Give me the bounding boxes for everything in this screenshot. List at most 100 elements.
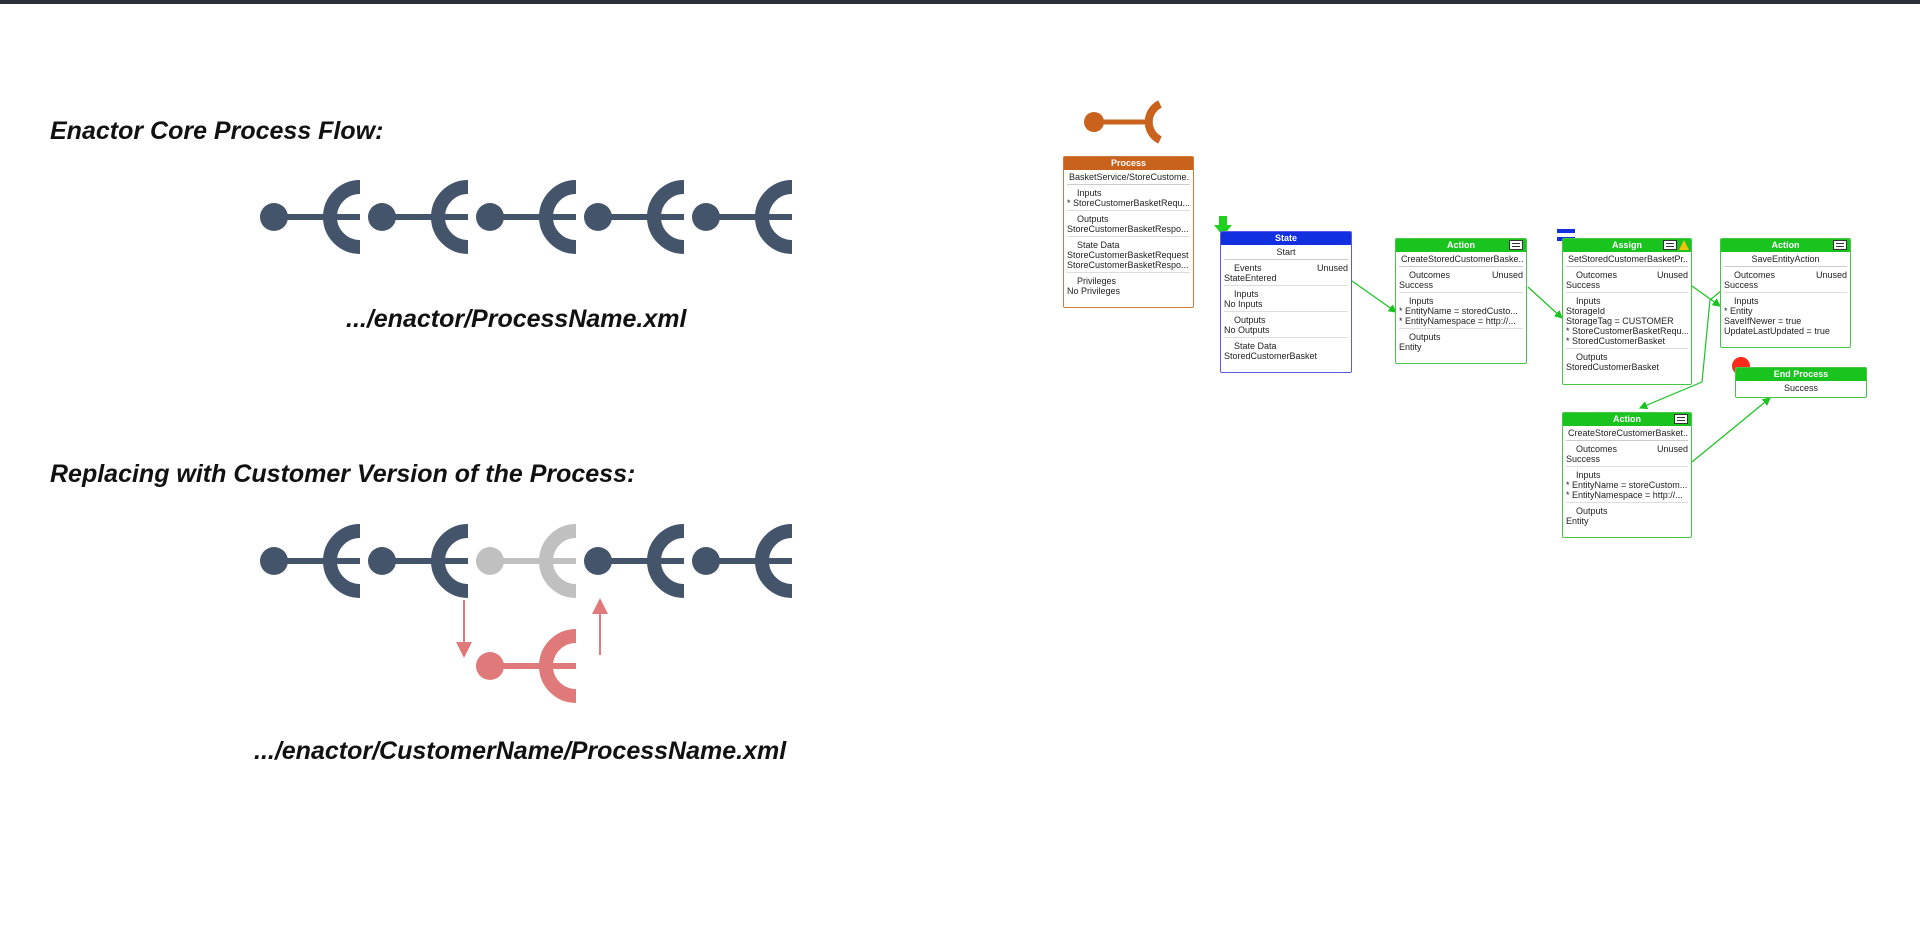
privilege-line: No Privileges — [1067, 286, 1121, 296]
output-line: StoreCustomerBasketRespo... — [1067, 224, 1189, 234]
process-node-header: Process — [1064, 157, 1193, 170]
state-data-section: State Data StoredCustomerBasket — [1224, 338, 1348, 363]
unused-label: Unused — [1656, 270, 1688, 280]
assign-node[interactable]: Assign SetStoredCustomerBasketPr... Outc… — [1562, 238, 1692, 385]
state-data-line: StoreCustomerBasketRespo... — [1067, 260, 1189, 270]
section-title: Inputs — [1409, 296, 1434, 306]
section-title: Outputs — [1576, 506, 1608, 516]
input-line: * StoreCustomerBasketRequ... — [1067, 198, 1190, 208]
action-node-name: CreateStoredCustomerBaske... — [1399, 252, 1523, 267]
section-title: Inputs — [1576, 470, 1601, 480]
window-top-bar — [0, 0, 1920, 4]
input-line: * EntityName = storedCusto... — [1399, 306, 1518, 316]
core-path-label: .../enactor/ProcessName.xml — [346, 305, 687, 333]
process-state-data-section: State Data StoreCustomerBasketRequest St… — [1067, 237, 1190, 273]
inputs-section: Inputs * EntityName = storeCustom... * E… — [1566, 467, 1688, 503]
action-node-name: CreateStoreCustomerBasket... — [1566, 426, 1688, 441]
input-line: * StoredCustomerBasket — [1566, 336, 1666, 346]
action-node-header: Action — [1721, 239, 1850, 252]
output-line: Entity — [1566, 516, 1589, 526]
action-node-create-stored[interactable]: Action CreateStoredCustomerBaske... Outc… — [1395, 238, 1527, 364]
flow-segment-4 — [584, 180, 685, 254]
flow-segment-5 — [692, 180, 793, 254]
section-title: Outputs — [1077, 214, 1109, 224]
state-node-header: State — [1221, 232, 1351, 245]
customer-version-heading: Replacing with Customer Version of the P… — [50, 460, 636, 488]
outcome-line: Success — [1399, 280, 1434, 290]
section-title: Outcomes — [1576, 270, 1618, 280]
outcome-line: Success — [1724, 280, 1759, 290]
flow-illustration — [260, 180, 793, 703]
flow-segment-2 — [368, 524, 469, 598]
inputs-section: Inputs StorageId StorageTag = CUSTOMER *… — [1566, 293, 1688, 349]
inputs-section: Inputs * EntityName = storedCusto... * E… — [1399, 293, 1523, 329]
unused-label: Unused — [1491, 270, 1523, 280]
replaced-segment — [476, 524, 577, 598]
section-title: Inputs — [1734, 296, 1759, 306]
process-node[interactable]: Process BasketService/StoreCustome... In… — [1063, 156, 1194, 308]
output-line: No Outputs — [1224, 325, 1270, 335]
inputs-section: Inputs * Entity SaveIfNewer = true Updat… — [1724, 293, 1847, 338]
warning-icon[interactable] — [1679, 240, 1689, 250]
section-title: Outputs — [1234, 315, 1266, 325]
flow-segment-1 — [260, 524, 361, 598]
input-line: * Entity — [1724, 306, 1753, 316]
outputs-section: Outputs StoredCustomerBasket — [1566, 349, 1688, 374]
action-settings-icon[interactable] — [1674, 414, 1688, 424]
action-node-header: Action — [1563, 413, 1691, 426]
section-title: Inputs — [1576, 296, 1601, 306]
assign-settings-icon[interactable] — [1663, 240, 1677, 250]
action-settings-icon[interactable] — [1509, 240, 1523, 250]
action-node-name: SaveEntityAction — [1724, 252, 1847, 267]
input-line: UpdateLastUpdated = true — [1724, 326, 1830, 336]
action-node-header: Action — [1396, 239, 1526, 252]
outcome-line: Success — [1566, 454, 1601, 464]
flow-segment-5 — [692, 524, 793, 598]
connector-action-to-assign — [1527, 286, 1563, 319]
section-title: State Data — [1234, 341, 1277, 351]
connector-save-to-create — [1638, 289, 1723, 410]
outcomes-section: Outcomes Unused Success — [1399, 267, 1523, 293]
custom-process-segment — [476, 629, 577, 703]
section-title: Privileges — [1077, 276, 1117, 286]
state-events-section: Events Unused StateEntered — [1224, 260, 1348, 286]
connector-create-to-end — [1691, 397, 1771, 463]
section-title: Events — [1234, 263, 1262, 273]
input-line: * EntityNamespace = http://... — [1399, 316, 1516, 326]
section-title: Outcomes — [1409, 270, 1451, 280]
input-line: SaveIfNewer = true — [1724, 316, 1802, 326]
end-process-header: End Process — [1736, 368, 1866, 381]
process-privileges-section: Privileges No Privileges — [1067, 273, 1190, 298]
state-node-name: Start — [1224, 245, 1348, 260]
flow-segment-3 — [476, 180, 577, 254]
unused-label: Unused — [1316, 263, 1348, 273]
end-process-name: Success — [1783, 383, 1818, 393]
action-settings-icon[interactable] — [1833, 240, 1847, 250]
section-title: Outputs — [1409, 332, 1441, 342]
flow-segment-1 — [260, 180, 361, 254]
output-line: Entity — [1399, 342, 1422, 352]
end-process-node[interactable]: End Process Success — [1735, 367, 1867, 398]
section-title: Inputs — [1077, 188, 1102, 198]
state-data-line: StoreCustomerBasketRequest — [1067, 250, 1189, 260]
core-flow-heading: Enactor Core Process Flow: — [50, 117, 384, 145]
outcome-line: Success — [1566, 280, 1601, 290]
outputs-section: Outputs Entity — [1399, 329, 1523, 354]
input-line: StorageTag = CUSTOMER — [1566, 316, 1674, 326]
connector-assign-to-save — [1691, 285, 1721, 307]
unused-label: Unused — [1815, 270, 1847, 280]
unused-label: Unused — [1656, 444, 1688, 454]
action-node-create-store[interactable]: Action CreateStoreCustomerBasket... Outc… — [1562, 412, 1692, 538]
event-line: StateEntered — [1224, 273, 1277, 283]
section-title: Outcomes — [1576, 444, 1618, 454]
connector-state-to-action — [1351, 280, 1397, 313]
process-node-name: BasketService/StoreCustome... — [1067, 170, 1190, 185]
assign-node-header: Assign — [1563, 239, 1691, 252]
flow-segment-4 — [584, 524, 685, 598]
outcomes-section: Outcomes Unused Success — [1566, 441, 1688, 467]
customer-path-label: .../enactor/CustomerName/ProcessName.xml — [254, 737, 787, 765]
input-line: * StoreCustomerBasketRequ... — [1566, 326, 1688, 336]
